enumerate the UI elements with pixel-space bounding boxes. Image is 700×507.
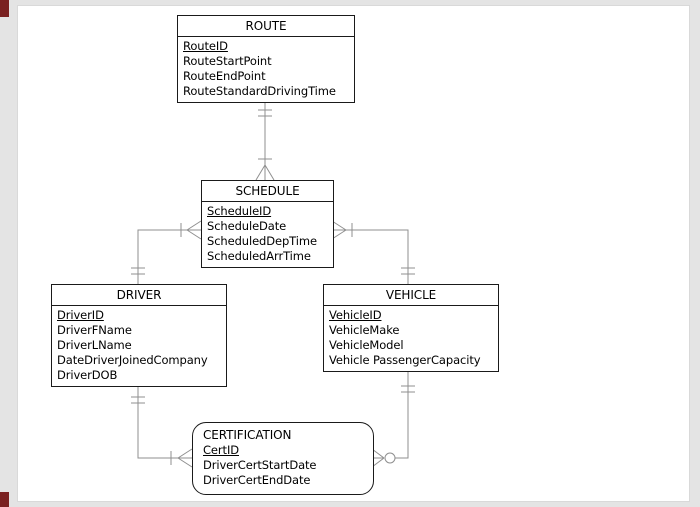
attribute-route-standard-driving-time: RouteStandardDrivingTime <box>183 84 336 98</box>
attribute-date-driver-joined-company: DateDriverJoinedCompany <box>57 353 208 367</box>
attribute-driver-id: DriverID <box>57 308 104 322</box>
entity-vehicle: VEHICLE VehicleID VehicleMake VehicleMod… <box>323 284 499 372</box>
entity-vehicle-title: VEHICLE <box>324 285 498 306</box>
attribute-vehicle-id: VehicleID <box>329 308 382 322</box>
entity-driver: DRIVER DriverID DriverFName DriverLName … <box>51 284 227 387</box>
attribute-schedule-date: ScheduleDate <box>207 219 287 233</box>
attribute-scheduled-arr-time: ScheduledArrTime <box>207 249 311 263</box>
attribute-vehicle-passenger-capacity: Vehicle PassengerCapacity <box>329 353 481 367</box>
attribute-route-start-point: RouteStartPoint <box>183 54 272 68</box>
entity-certification: CERTIFICATION CertID DriverCertStartDate… <box>192 422 374 495</box>
attribute-vehicle-make: VehicleMake <box>329 323 400 337</box>
entity-certification-title: CERTIFICATION <box>203 428 292 442</box>
entity-schedule-attributes: ScheduleID ScheduleDate ScheduledDepTime… <box>202 202 333 267</box>
attribute-driver-dob: DriverDOB <box>57 368 118 382</box>
attribute-schedule-id: ScheduleID <box>207 204 272 218</box>
entity-route: ROUTE RouteID RouteStartPoint RouteEndPo… <box>177 15 355 103</box>
attribute-route-id: RouteID <box>183 39 228 53</box>
attribute-driver-fname: DriverFName <box>57 323 132 337</box>
accent-mark-top <box>0 0 9 17</box>
attribute-cert-id: CertID <box>203 443 239 457</box>
entity-schedule-title: SCHEDULE <box>202 181 333 202</box>
attribute-driver-lname: DriverLName <box>57 338 132 352</box>
entity-vehicle-attributes: VehicleID VehicleMake VehicleModel Vehic… <box>324 306 498 371</box>
attribute-driver-cert-end-date: DriverCertEndDate <box>203 473 311 487</box>
entity-driver-title: DRIVER <box>52 285 226 306</box>
attribute-scheduled-dep-time: ScheduledDepTime <box>207 234 317 248</box>
entity-certification-attributes: CertID DriverCertStartDate DriverCertEnd… <box>193 443 373 494</box>
attribute-driver-cert-start-date: DriverCertStartDate <box>203 458 317 472</box>
entity-route-title: ROUTE <box>178 16 354 37</box>
accent-mark-bottom <box>0 492 9 507</box>
attribute-route-end-point: RouteEndPoint <box>183 69 266 83</box>
attribute-vehicle-model: VehicleModel <box>329 338 404 352</box>
entity-route-attributes: RouteID RouteStartPoint RouteEndPoint Ro… <box>178 37 354 102</box>
entity-schedule: SCHEDULE ScheduleID ScheduleDate Schedul… <box>201 180 334 268</box>
entity-driver-attributes: DriverID DriverFName DriverLName DateDri… <box>52 306 226 386</box>
